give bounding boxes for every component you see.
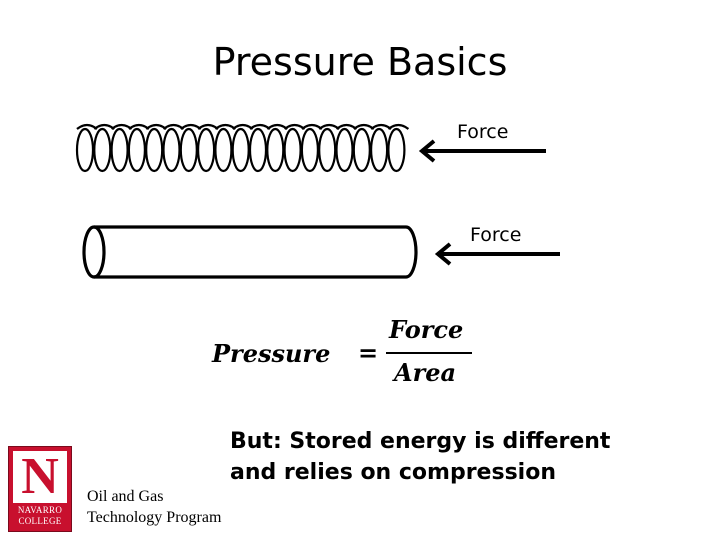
formula-equals-sign: = — [358, 338, 379, 367]
program-line-2: Technology Program — [87, 509, 222, 526]
force-arrow-cylinder — [434, 242, 560, 266]
solid-cylinder-illustration — [82, 225, 418, 279]
spring-illustration — [75, 123, 410, 173]
note-line-2: and relies on compression — [230, 460, 556, 485]
formula-numerator: Force — [389, 315, 464, 344]
navarro-college-logo: N NAVARRO COLLEGE — [8, 446, 72, 532]
program-line-1: Oil and Gas — [87, 488, 164, 505]
logo-letter: N — [21, 448, 59, 505]
formula-fraction-bar — [386, 352, 472, 354]
program-name: Oil and Gas Technology Program — [87, 486, 221, 528]
logo-line-1: NAVARRO — [17, 505, 63, 515]
logo-line-2: COLLEGE — [18, 516, 62, 526]
force-arrow-spring — [418, 139, 546, 163]
stored-energy-note: But: Stored energy is different and reli… — [230, 426, 610, 488]
force-label-cylinder: Force — [470, 224, 522, 246]
note-line-1: But: Stored energy is different — [230, 429, 611, 454]
pressure-formula: Pressure = Force Area — [212, 312, 482, 390]
formula-denominator: Area — [394, 358, 457, 387]
slide-title: Pressure Basics — [212, 40, 508, 84]
formula-pressure-term: Pressure — [212, 339, 331, 368]
force-label-spring: Force — [457, 121, 509, 143]
